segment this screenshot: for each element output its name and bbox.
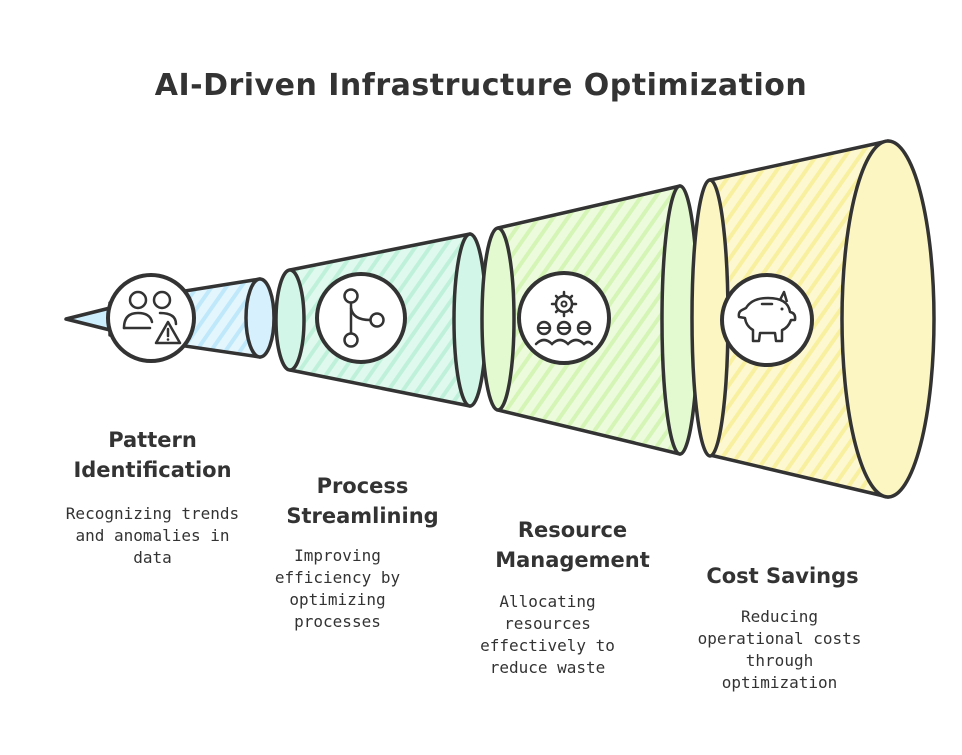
stage-description-cost-savings: Reducing operational costs through optim… — [697, 607, 862, 692]
stage-title-pattern-identification: Pattern Identification — [73, 428, 232, 482]
stage-description-pattern-identification: Recognizing trends and anomalies in data — [65, 504, 240, 567]
branch-flow-icon — [315, 272, 407, 364]
stage-description-resource-management: Allocating resources effectively to redu… — [480, 592, 615, 677]
stage-title-cost-savings: Cost Savings — [706, 564, 859, 588]
gear-resources-icon — [517, 271, 611, 365]
diagram-title: AI-Driven Infrastructure Optimization — [154, 68, 808, 103]
stage-title-process-streamlining: Process Streamlining — [286, 474, 439, 528]
stage-title-resource-management: Resource Management — [495, 518, 650, 572]
people-warning-icon — [106, 273, 196, 363]
stage-description-process-streamlining: Improving efficiency by optimizing proce… — [274, 546, 401, 631]
piggy-bank-icon — [720, 273, 814, 367]
